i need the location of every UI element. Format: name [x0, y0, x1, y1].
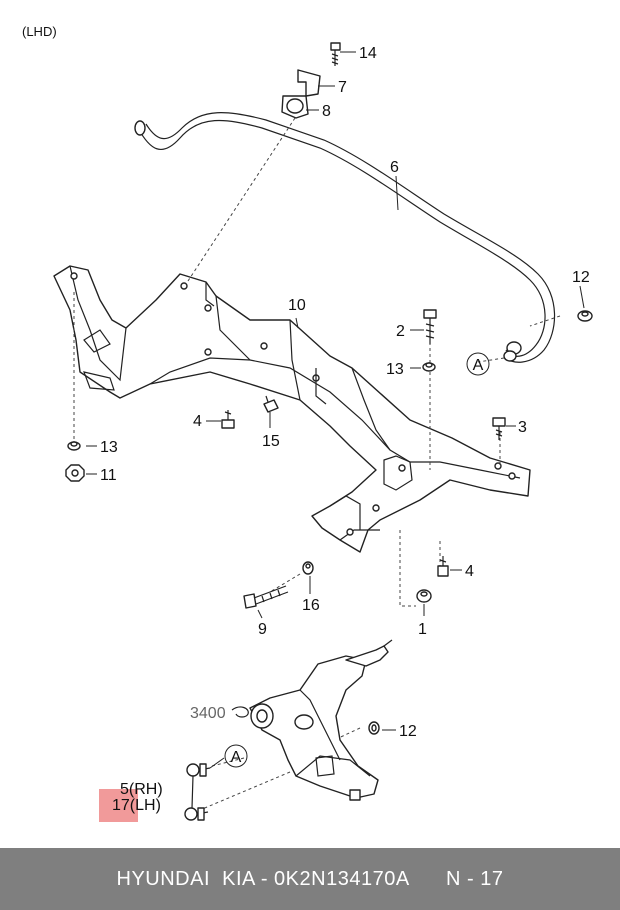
part-2-label: 2 [396, 323, 405, 340]
part-13-left-label: 13 [100, 439, 118, 456]
part-4-upper-label: 4 [193, 413, 202, 430]
part-12-upper-label: 12 [572, 269, 590, 286]
washer-16 [302, 561, 314, 575]
part-3400-label: 3400 [190, 705, 226, 722]
part-13-right-label: 13 [386, 361, 404, 378]
nut-13-right [422, 362, 436, 372]
stabilizer-bracket [297, 69, 321, 97]
part-10-label: 10 [288, 297, 306, 314]
part-8-label: 8 [322, 103, 331, 120]
part-7-label: 7 [338, 79, 347, 96]
footer-page-ref: N - 17 [446, 867, 504, 890]
clip-3400 [231, 706, 249, 718]
footer-spacer [410, 868, 446, 891]
washer-1 [416, 589, 432, 603]
part-11-label: 11 [100, 467, 117, 484]
footer-part-number: HYUNDAI KIA - 0K2N134170A [116, 867, 410, 890]
bolt-9 [243, 585, 289, 609]
part-6-label: 6 [390, 159, 399, 176]
ref-a-lower: A [231, 749, 242, 766]
bolt-4-lower [437, 556, 449, 577]
bolt-4-upper [221, 410, 235, 429]
part-15-label: 15 [262, 433, 280, 450]
stabilizer-bushing [281, 95, 309, 119]
part-14-label: 14 [359, 45, 377, 62]
part-3-label: 3 [518, 419, 527, 436]
leader-lines [86, 51, 585, 769]
part-17-label: 17(LH) [112, 797, 161, 814]
part-12-lower-label: 12 [399, 723, 417, 740]
nut-11 [65, 464, 85, 482]
ref-a-upper: A [473, 357, 484, 374]
crossmember [53, 265, 531, 553]
stabilizer-link [184, 763, 211, 821]
bolt-15 [263, 395, 279, 413]
nut-12-upper [577, 310, 593, 322]
bolt-2 [423, 309, 437, 344]
nut-13-left [67, 441, 81, 451]
part-16-label: 16 [302, 597, 320, 614]
part-17-highlight [99, 789, 138, 822]
lower-control-arm [249, 639, 393, 801]
stabilizer-bar [134, 112, 556, 363]
bracket-bolt [330, 42, 341, 66]
ref-a-lower-circle [224, 744, 248, 768]
part-5-label: 5(RH) [120, 781, 163, 798]
part-4-lower-label: 4 [465, 563, 474, 580]
part-9-label: 9 [258, 621, 267, 638]
part-1-label: 1 [418, 621, 427, 638]
footer-bar: HYUNDAI KIA - 0K2N134170A N - 17 [0, 848, 620, 910]
nut-12-lower [368, 721, 380, 735]
ref-a-upper-circle [466, 352, 490, 376]
parts-diagram: (LHD) [22, 24, 593, 821]
bolt-3 [492, 417, 506, 440]
lhd-label: (LHD) [22, 24, 57, 39]
